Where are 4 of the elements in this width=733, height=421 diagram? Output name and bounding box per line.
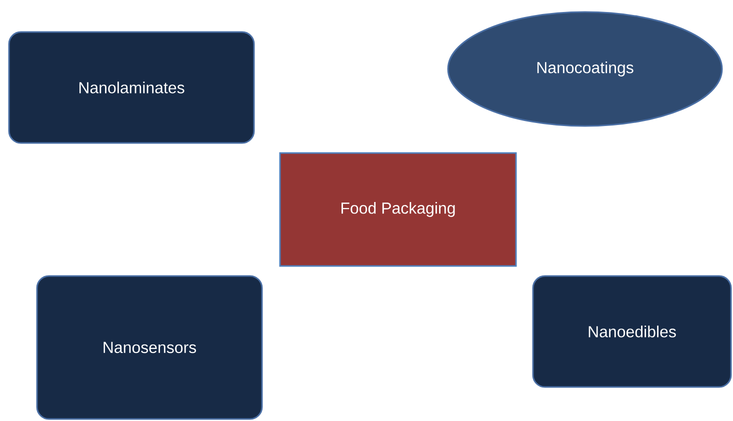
rounded-box: Nanolaminates: [8, 31, 255, 144]
rounded-box: Nanosensors: [36, 275, 263, 420]
center-box: Food Packaging: [279, 152, 517, 267]
rounded-box: Nanoedibles: [532, 275, 732, 388]
